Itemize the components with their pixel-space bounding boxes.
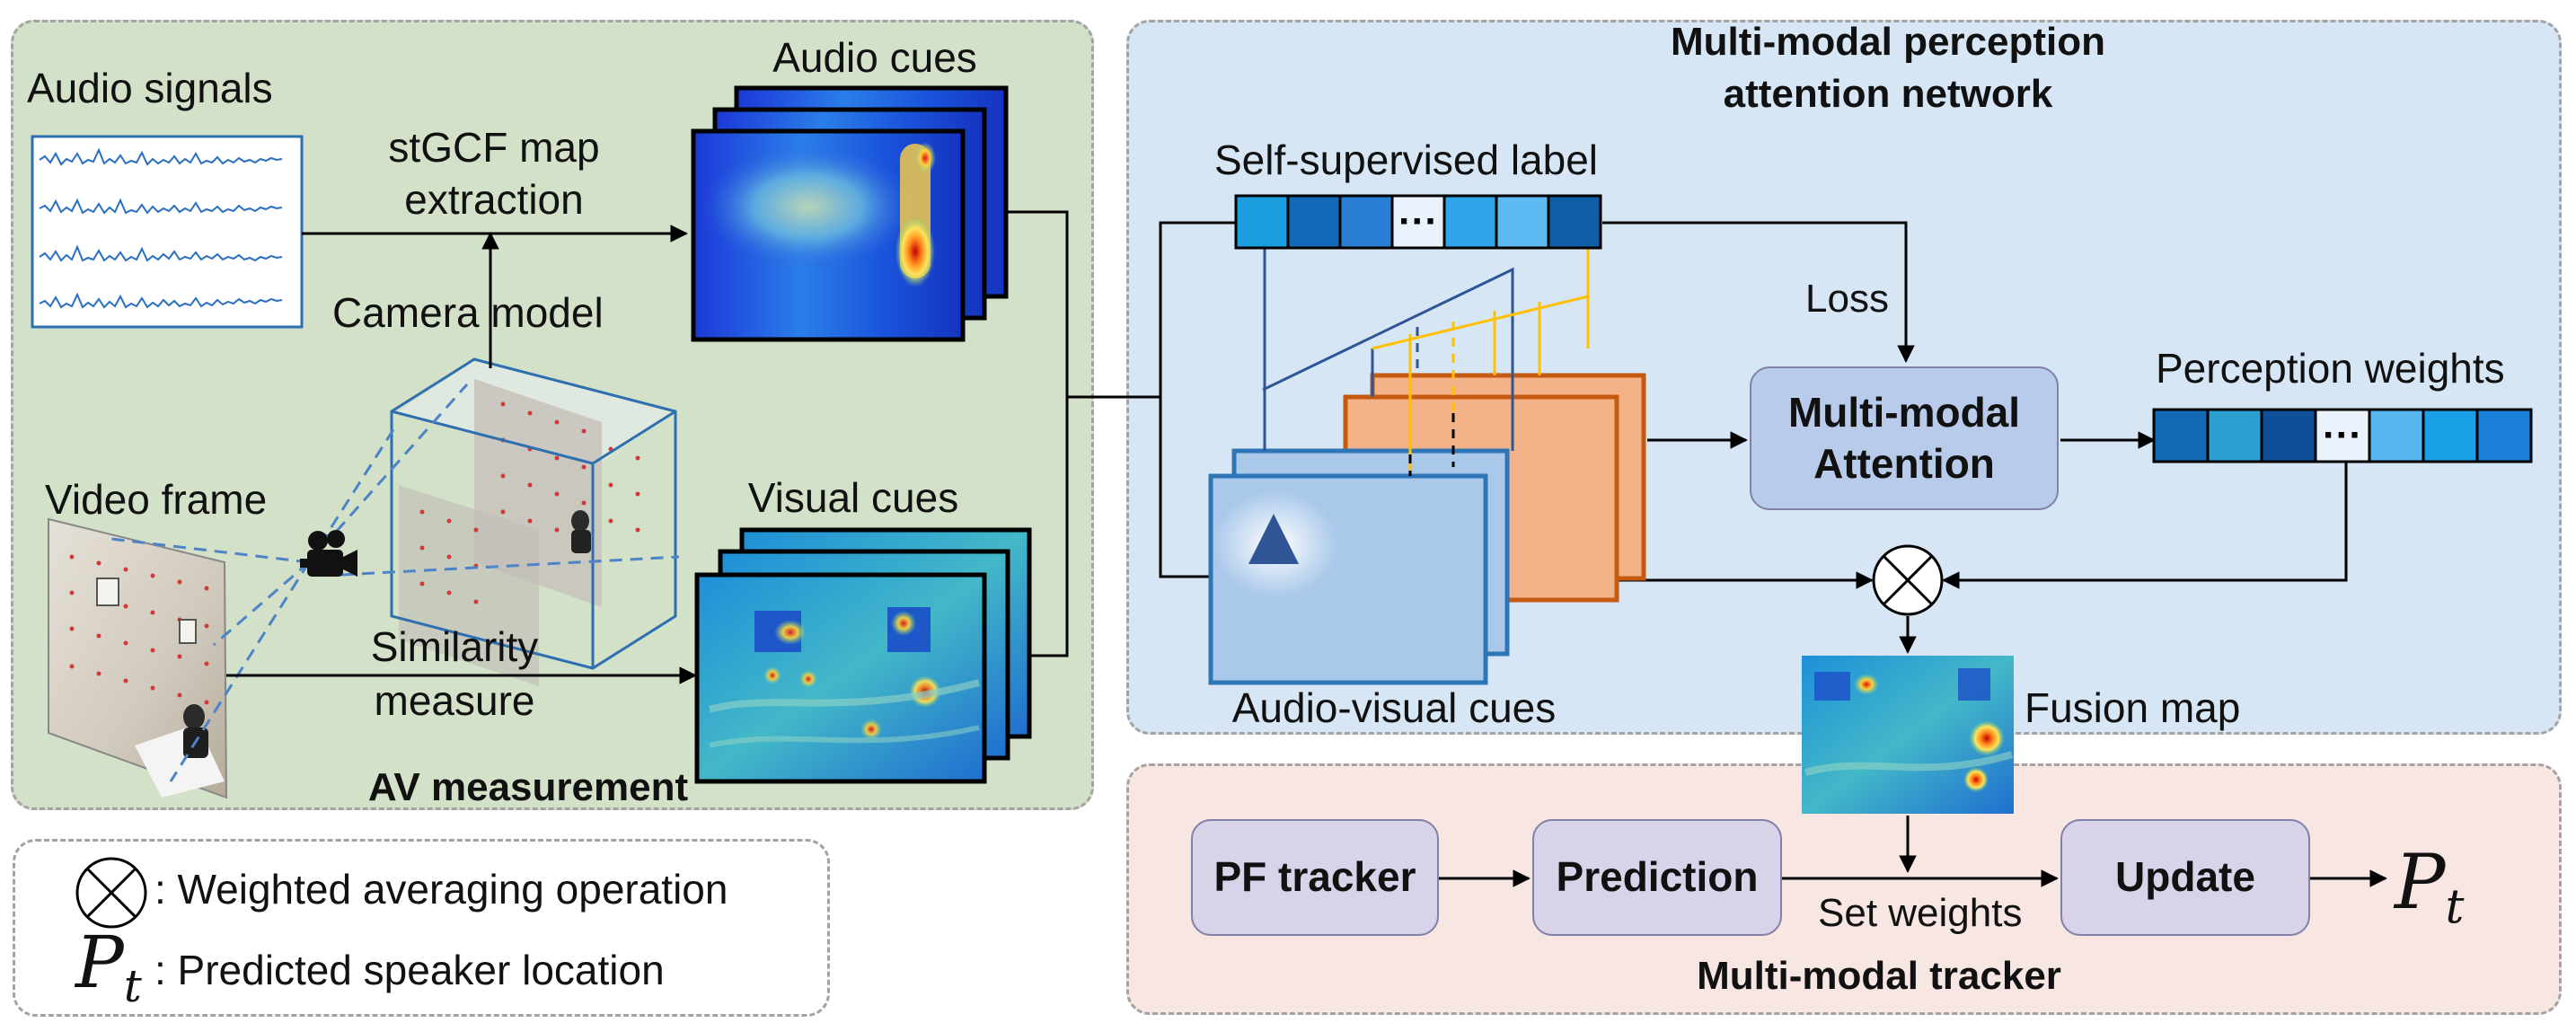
label-bar-cell [1338, 194, 1394, 250]
fusion-map-label: Fusion map [2025, 684, 2241, 731]
similarity-label-line1: Similarity [370, 623, 539, 670]
weight-bar-cell [2314, 408, 2371, 463]
weight-bar-cell [2206, 408, 2263, 463]
attention-line2: Attention [1813, 440, 1995, 487]
label-bar-cell [1234, 194, 1290, 250]
legend-symbol-text: : Predicted speaker location [154, 947, 665, 993]
legend-panel [13, 839, 830, 1017]
network-title-line1: Multi-modal perception [1671, 20, 2105, 64]
update-label: Update [2115, 853, 2255, 901]
heatmap-icon [691, 128, 966, 342]
camera-icon [300, 530, 357, 577]
attention-line1: Multi-modal [1787, 388, 2021, 436]
audio-cue-stack [691, 85, 1009, 342]
tracker-title: Multi-modal tracker [1697, 954, 2061, 998]
weight-bar-cell [2368, 408, 2425, 463]
pf-tracker-label: PF tracker [1213, 853, 1416, 901]
label-bar-ellipsis: ··· [1398, 199, 1438, 243]
visual-cue-stack [694, 527, 1032, 784]
set-weights-label: Set weights [1818, 891, 2023, 935]
video-frame-image [48, 517, 228, 799]
audio-cues-label: Audio cues [772, 34, 977, 81]
output-pt-symbol: Pt [2395, 838, 2465, 935]
legend-operator-icon [75, 857, 147, 929]
weighted-average-operator-icon [1872, 544, 1944, 616]
self-supervised-label-text: Self-supervised label [1214, 137, 1599, 183]
weight-bar-cell [2152, 408, 2210, 463]
legend-operator-text: : Weighted averaging operation [154, 866, 728, 913]
perception-weights-label: Perception weights [2156, 345, 2505, 392]
similarity-label-line2: measure [374, 677, 535, 724]
prediction-node: Prediction [1532, 819, 1782, 936]
multi-modal-attention-node: Multi-modal Attention [1750, 366, 2059, 510]
loss-label: Loss [1805, 277, 1889, 321]
label-bar-cell [1442, 194, 1498, 250]
stgcf-label-line2: extraction [404, 176, 584, 223]
camera-model-label: Camera model [332, 289, 604, 336]
perception-weights-bar: ··· [2152, 408, 2533, 463]
audio-signals-label: Audio signals [27, 65, 273, 111]
self-supervised-label-bar: ··· [1234, 194, 1602, 250]
weight-bar-cell [2422, 408, 2479, 463]
pf-tracker-node: PF tracker [1191, 819, 1439, 936]
update-node: Update [2060, 819, 2310, 936]
weight-bar-cell [2260, 408, 2317, 463]
network-title-line2: attention network [1723, 72, 2053, 116]
prediction-label: Prediction [1556, 853, 1759, 901]
stgcf-label-line1: stGCF map [388, 124, 600, 171]
legend-pt-symbol: Pt [75, 921, 142, 1012]
visual-cues-label: Visual cues [747, 474, 959, 521]
label-bar-cell [1547, 194, 1602, 250]
weight-bar-ellipsis: ··· [2323, 413, 2362, 457]
av-measurement-title: AV measurement [367, 765, 689, 809]
label-bar-cell [1390, 194, 1446, 250]
video-frame-label: Video frame [45, 476, 268, 523]
label-bar-cell [1286, 194, 1342, 250]
fusion-map-image [1802, 656, 2014, 814]
label-bar-cell [1495, 194, 1550, 250]
waveform-icon [31, 135, 304, 329]
audio-visual-cue-stack [1208, 373, 1646, 685]
weight-bar-cell [2475, 408, 2533, 463]
audio-visual-cues-label: Audio-visual cues [1231, 684, 1557, 731]
